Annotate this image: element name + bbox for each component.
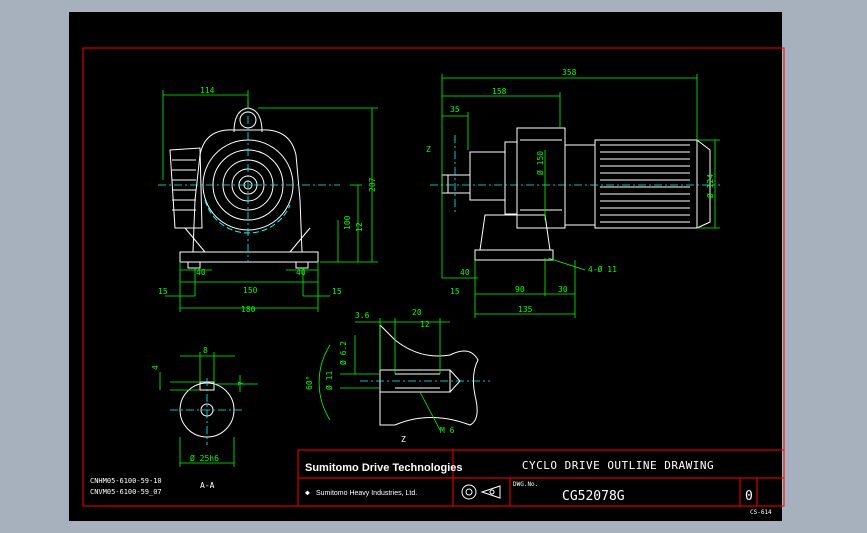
dwg-no-label: DWG.No. (513, 481, 538, 488)
shaft-section: 8 4 7 Ø 25h6 A-A (151, 346, 258, 490)
dim-40-right: 40 (296, 268, 306, 277)
dim-detail-dia-6-2: Ø 6.2 (338, 341, 348, 365)
front-view-dimensions (162, 90, 378, 312)
logo-mark: ◆ (305, 488, 310, 497)
dim-35: 35 (450, 105, 460, 114)
dim-dia-124: Ø 124 (705, 174, 715, 198)
dim-side-40: 40 (460, 268, 470, 277)
dim-side-90: 90 (515, 285, 525, 294)
dim-shaft-7: 7 (237, 381, 246, 386)
dim-207: 207 (368, 177, 377, 192)
dim-holes: 4-Ø 11 (588, 264, 617, 274)
dim-detail-dia-11: Ø 11 (324, 371, 334, 390)
model-codes: CNHM05-6100-59-10 CNVM05-6100-59_07 (90, 477, 162, 496)
dim-114: 114 (200, 86, 215, 95)
dim-detail-12: 12 (420, 320, 430, 329)
title-block: Sumitomo Drive Technologies Sumitomo Hea… (297, 449, 785, 507)
dim-12: 12 (355, 222, 364, 232)
dim-180: 180 (241, 305, 256, 314)
dwg-no: CG52078G (562, 489, 625, 504)
dim-side-15: 15 (450, 287, 460, 296)
dim-dia-150: Ø 150 (535, 151, 545, 175)
sheet-ref: CS-614 (750, 509, 772, 516)
dim-side-135: 135 (518, 305, 533, 314)
dim-shaft-dia: Ø 25h6 (190, 453, 219, 463)
front-view (158, 100, 340, 269)
company-name: Sumitomo Drive Technologies (305, 462, 463, 474)
dim-shaft-8: 8 (203, 346, 208, 355)
section-label: A-A (200, 481, 215, 490)
shaft-detail-z: 3.6 20 12 Ø 6.2 Ø 11 60° M 6 Z (305, 308, 490, 444)
model-code-1: CNHM05-6100-59-10 (90, 477, 162, 485)
drawing-title: CYCLO DRIVE OUTLINE DRAWING (522, 459, 714, 472)
dim-detail-m6: M 6 (440, 426, 455, 435)
dim-shaft-4: 4 (151, 365, 160, 370)
dim-z-marker: Z (426, 145, 431, 154)
dim-15-left: 15 (158, 287, 168, 296)
drawing-canvas (69, 12, 782, 521)
dim-358: 358 (562, 68, 577, 77)
parent-company: Sumitomo Heavy Industries, Ltd. (316, 490, 417, 497)
side-view-dimensions (441, 74, 720, 318)
dim-158: 158 (492, 87, 507, 96)
dim-15-right: 15 (332, 287, 342, 296)
model-code-2: CNVM05-6100-59_07 (90, 488, 162, 496)
revision: 0 (745, 489, 753, 504)
dim-detail-20: 20 (412, 308, 422, 317)
dim-150: 150 (243, 286, 258, 295)
detail-label: Z (401, 435, 406, 444)
dim-detail-60: 60° (305, 376, 314, 390)
projection-symbol-icon (461, 484, 501, 500)
dim-40-left: 40 (196, 268, 206, 277)
dim-100: 100 (343, 215, 352, 230)
dim-side-30: 30 (558, 285, 568, 294)
dim-detail-3-6: 3.6 (355, 311, 370, 320)
side-view (441, 127, 711, 261)
